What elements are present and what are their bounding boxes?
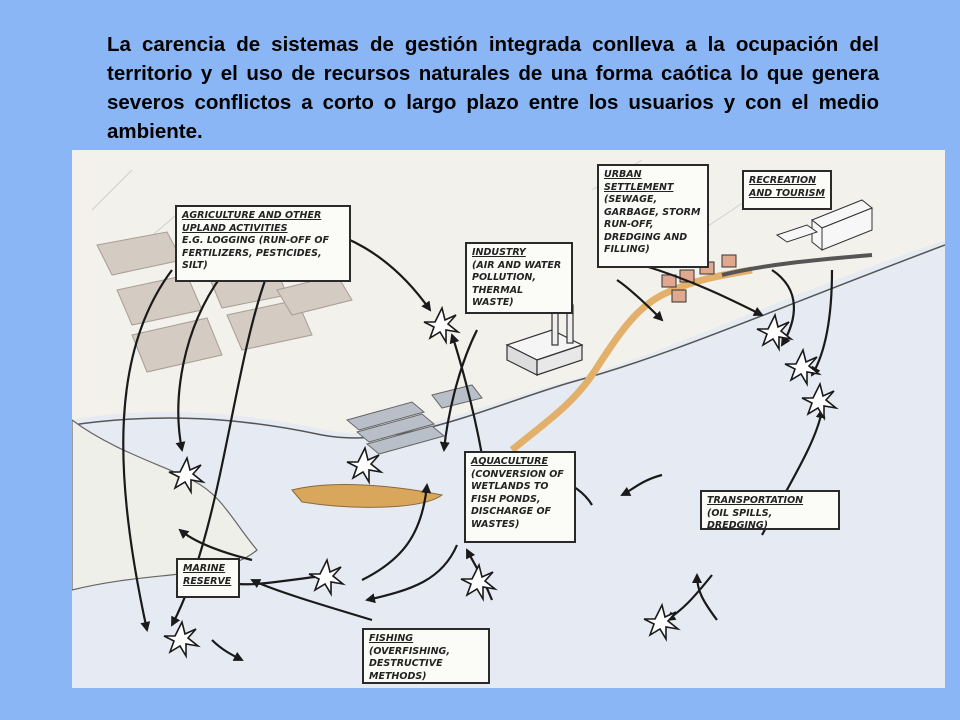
label-recreation: Recreation and tourism [742, 170, 832, 210]
label-urban-title: Urban settlement [604, 169, 674, 193]
label-urban-body: (sewage, garbage, storm run-off, dredgin… [604, 194, 701, 255]
label-industry-title: Industry [472, 247, 526, 258]
label-fishing-title: Fishing [369, 633, 414, 644]
label-transportation-body: (oil spills, dredging) [707, 507, 773, 532]
diagram-illustration: Agriculture and other upland activities … [72, 150, 945, 688]
conflict-star-icon [784, 347, 822, 387]
hotel-buildings [775, 199, 873, 252]
label-industry: Industry (air and water pollution, therm… [465, 242, 573, 314]
label-marine-reserve: Marine reserve [176, 558, 240, 598]
label-industry-body: (air and water pollution, thermal waste) [472, 259, 562, 309]
label-fishing-body: (overfishing, destructive methods) [369, 645, 450, 682]
breakwater [721, 253, 873, 277]
conflict-star-icon [168, 455, 206, 495]
label-agriculture-title: Agriculture and other upland activities [182, 210, 322, 234]
label-agriculture: Agriculture and other upland activities … [175, 205, 351, 282]
label-aquaculture-body: (conversion of wetlands to fish ponds, d… [471, 468, 564, 530]
conflict-star-icon [308, 557, 346, 597]
conflict-star-icon [756, 312, 794, 352]
conflict-star-icon [643, 602, 681, 642]
conflict-stars [163, 305, 839, 659]
river [509, 266, 753, 453]
conflict-star-icon [346, 445, 384, 485]
label-fishing: Fishing (overfishing, destructive method… [362, 628, 490, 684]
conflict-star-icon [460, 562, 498, 602]
conflict-star-icon [423, 305, 461, 345]
conflict-star-icon [163, 619, 201, 659]
label-marine-title: Marine reserve [183, 563, 232, 587]
label-transportation: Transportation (oil spills, dredging) [700, 490, 840, 532]
label-aquaculture: Aquaculture (conversion of wetlands to f… [464, 451, 576, 543]
caption-text: La carencia de sistemas de gestión integ… [107, 33, 879, 143]
industry-buildings [505, 304, 584, 376]
label-recreation-title: Recreation and tourism [749, 175, 825, 199]
label-agriculture-body: e.g. logging (run-off of fertilizers, pe… [182, 235, 329, 271]
label-urban: Urban settlement (sewage, garbage, storm… [597, 164, 709, 268]
urban-houses [661, 254, 737, 303]
conflict-star-icon [801, 381, 839, 421]
wetland-patch [291, 484, 444, 508]
coastline [72, 244, 945, 439]
fish-ponds [345, 384, 483, 455]
label-aquaculture-title: Aquaculture [471, 456, 548, 467]
label-transportation-title: Transportation [707, 495, 804, 506]
